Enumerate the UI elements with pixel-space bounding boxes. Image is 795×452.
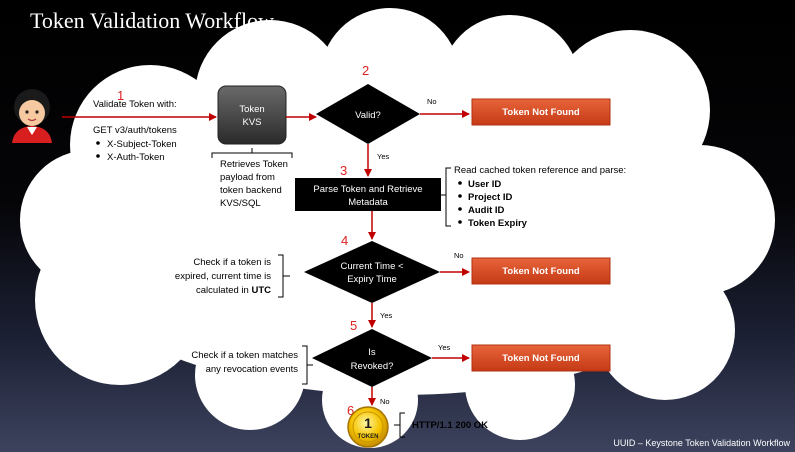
user-icon <box>12 89 52 143</box>
parse-note-item: Token Expiry <box>468 218 528 229</box>
edge-label-no: No <box>454 251 464 260</box>
request-header-1: X-Subject-Token <box>107 139 177 150</box>
revoke-note-line: Check if a token matches <box>191 350 298 361</box>
step-number-1: 1 <box>117 88 124 103</box>
bullet-icon <box>96 154 100 158</box>
not-found-box-1: Token Not Found <box>471 98 611 126</box>
not-found-label: Token Not Found <box>502 266 580 277</box>
token-kvs-line1: Token <box>239 104 264 115</box>
request-heading: Validate Token with: <box>93 99 177 110</box>
expiry-note: Check if a token is expired, current tim… <box>175 257 271 296</box>
parse-note-heading: Read cached token reference and parse: <box>454 165 626 176</box>
edge-label-no: No <box>427 97 437 106</box>
bullet-icon <box>458 194 462 198</box>
not-found-box-2: Token Not Found <box>471 257 611 285</box>
result-bracket <box>394 412 405 438</box>
expiry-note-last-line: calculated in UTC <box>196 285 271 296</box>
step-number-4: 4 <box>341 233 348 248</box>
valid-label: Valid? <box>355 110 381 121</box>
parse-line1: Parse Token and Retrieve <box>313 184 422 195</box>
parse-token-node: Parse Token and Retrieve Metadata <box>295 178 441 211</box>
parse-note-item: User ID <box>468 179 501 190</box>
revoke-note-line: any revocation events <box>206 364 299 375</box>
page-title: Token Validation Workflow <box>30 8 274 33</box>
revoked-line2: Revoked? <box>351 361 394 372</box>
edge-label-yes: Yes <box>380 311 392 320</box>
coin-number: 1 <box>364 415 372 431</box>
footer-caption: UUID – Keystone Token Validation Workflo… <box>613 438 790 448</box>
request-endpoint: GET v3/auth/tokens <box>93 125 177 136</box>
bullet-icon <box>458 220 462 224</box>
edge-label-yes: Yes <box>438 343 450 352</box>
valid-decision: Valid? <box>316 84 420 144</box>
expiry-note-utc: UTC <box>251 285 271 296</box>
expiry-line2: Expiry Time <box>347 274 397 285</box>
result-label: HTTP/1.1 200 OK <box>412 420 488 431</box>
coin-word: TOKEN <box>358 434 379 440</box>
edge-label-no: No <box>380 397 390 406</box>
expiry-note-line: expired, current time is <box>175 271 271 282</box>
kvs-note-line: token backend <box>220 185 282 196</box>
kvs-note-bracket <box>211 148 293 158</box>
parse-note-item: Audit ID <box>468 205 505 216</box>
revoke-note: Check if a token matches any revocation … <box>191 350 298 375</box>
parse-note: Read cached token reference and parse: U… <box>454 165 626 229</box>
token-kvs-node: Token KVS <box>217 85 287 145</box>
bullet-icon <box>458 207 462 211</box>
request-block: Validate Token with: GET v3/auth/tokens … <box>93 99 177 163</box>
step-number-5: 5 <box>350 318 357 333</box>
parse-note-item: Project ID <box>468 192 512 203</box>
not-found-label: Token Not Found <box>502 353 580 364</box>
bullet-icon <box>458 181 462 185</box>
step-number-3: 3 <box>340 163 347 178</box>
expiry-line1: Current Time < <box>340 261 404 272</box>
token-kvs-line2: KVS <box>242 117 261 128</box>
expiry-note-line: calculated in <box>196 285 249 296</box>
kvs-note-line: payload from <box>220 172 275 183</box>
expiry-note-line: Check if a token is <box>193 257 271 268</box>
step-number-2: 2 <box>362 63 369 78</box>
not-found-label: Token Not Found <box>502 107 580 118</box>
kvs-note-line: KVS/SQL <box>220 198 261 209</box>
edge-label-yes: Yes <box>377 152 389 161</box>
revoked-line1: Is <box>368 347 376 358</box>
parse-note-bracket <box>441 167 451 227</box>
kvs-note-line: Retrieves Token <box>220 159 288 170</box>
expiry-decision: Current Time < Expiry Time <box>304 241 440 303</box>
step-number-6: 6 <box>347 403 354 418</box>
bullet-icon <box>96 141 100 145</box>
revoked-decision: Is Revoked? <box>312 329 432 387</box>
token-coin-icon: 1 TOKEN <box>347 406 389 448</box>
expiry-note-bracket <box>278 254 290 298</box>
parse-line2: Metadata <box>348 197 388 208</box>
not-found-box-3: Token Not Found <box>471 344 611 372</box>
revoke-note-bracket <box>302 345 313 385</box>
cloud-shape <box>20 8 775 448</box>
kvs-note: Retrieves Token payload from token backe… <box>220 159 288 209</box>
request-header-2: X-Auth-Token <box>107 152 165 163</box>
